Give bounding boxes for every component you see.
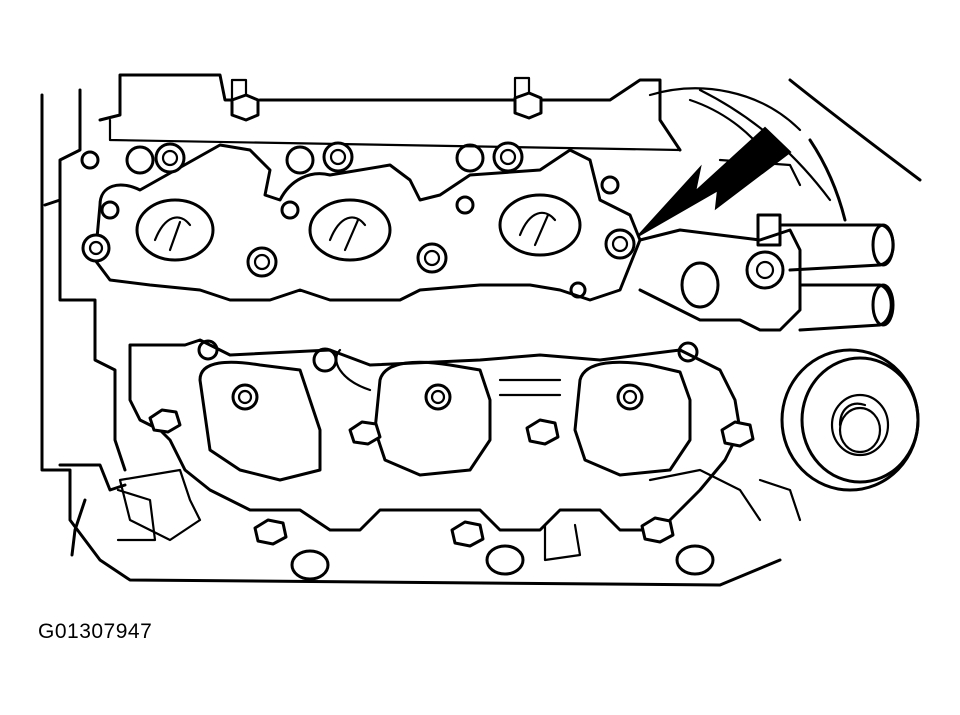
lower-exhaust-manifold [118,338,762,542]
bottom-holes [290,523,715,581]
pulley [780,348,920,492]
figure-id-label: G01307947 [38,620,153,643]
upper-bolts [81,141,636,278]
lower-bolts [148,408,755,548]
right-side-housing [638,213,895,332]
upper-exhaust-manifold [80,143,642,302]
left-brackets [58,463,802,557]
indicator-arrow [637,126,792,237]
engine-block-outline [40,73,922,587]
top-studs [230,76,543,122]
